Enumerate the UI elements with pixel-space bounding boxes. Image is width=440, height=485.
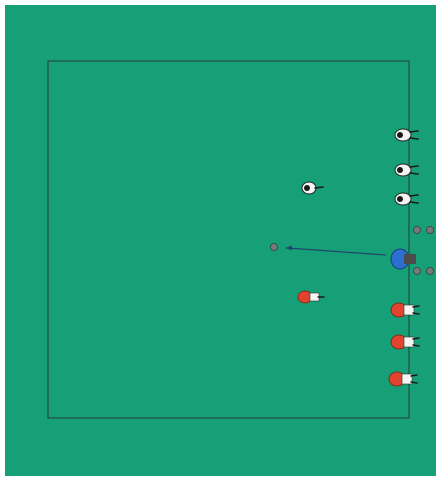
spare-ball-3 [414, 268, 421, 275]
spare-ball-1 [414, 227, 421, 234]
ball-in-play [271, 244, 278, 251]
spare-ball-4 [427, 268, 434, 275]
pitch-surface [5, 5, 436, 476]
spare-ball-2 [427, 227, 434, 234]
drill-diagram [5, 5, 436, 476]
